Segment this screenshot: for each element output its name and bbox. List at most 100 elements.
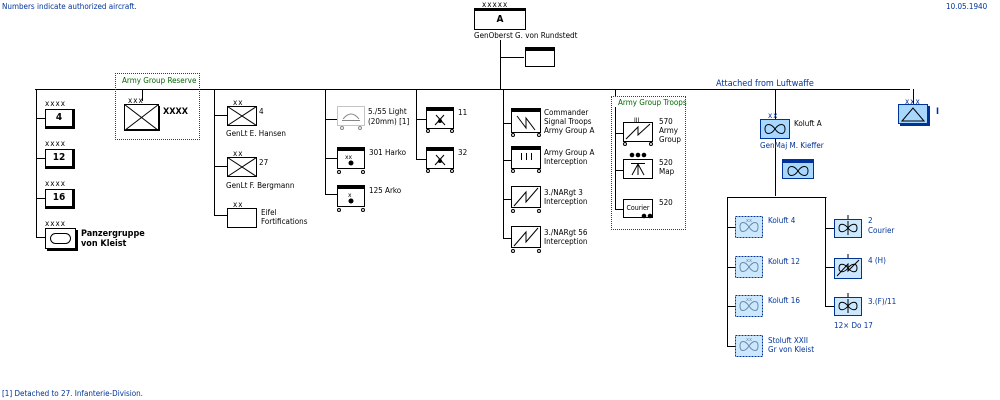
signal-commander-label-1: Commander: [544, 108, 589, 117]
courier-squadron-label-2: Courier: [868, 226, 895, 235]
recon-3f11-label: 3.(F)/11: [868, 297, 897, 306]
signal-commander-label-2: Signal Troops: [544, 117, 592, 126]
koluft-4-symbol: xx: [735, 216, 763, 238]
recon-3f11-symbol: [834, 293, 862, 316]
troops-courier-dots: [641, 213, 653, 219]
signal-narg56-label-1: 3./NARgt 56: [544, 228, 588, 237]
svg-text:xx: xx: [746, 297, 752, 303]
svg-text:III: III: [634, 117, 640, 124]
reserve-echelon: xxx: [128, 96, 144, 105]
koluft-12-symbol: xx: [735, 256, 763, 278]
corps-4-commander: GenLt E. Hansen: [226, 129, 286, 138]
koluft-16-label: Koluft 16: [768, 296, 800, 305]
panzergruppe-label-1: Panzergruppe: [81, 229, 145, 239]
light-flak-symbol: [337, 106, 365, 130]
army-4-symbol: 4: [45, 109, 75, 129]
svg-text:x: x: [348, 192, 352, 199]
army-16-symbol: 16: [45, 189, 75, 209]
recon-3f11-aircraft: 12× Do 17: [834, 321, 873, 330]
stoluft-symbol: xx: [735, 335, 763, 357]
signal-narg56-symbol: [511, 226, 541, 253]
troops-map-symbol: [623, 152, 653, 179]
panzergruppe-armor-symbol: [45, 228, 78, 251]
signal-commander-label-3: Army Group A: [544, 126, 595, 135]
svg-text:xx: xx: [746, 218, 752, 224]
recon-4h-label: 4 (H): [868, 256, 886, 265]
troops-570-symbol: III: [623, 117, 653, 146]
corps-27-label: 27: [259, 158, 269, 167]
harko-artillery-symbol: xx: [337, 147, 365, 174]
svg-text:xx: xx: [746, 258, 752, 264]
courier-squadron-label-1: 2: [868, 216, 873, 225]
signal-narg3-label-2: Interception: [544, 197, 588, 206]
koluft-a-echelon: xx: [768, 111, 779, 120]
koluft-a-staff-symbol: [782, 159, 814, 179]
troops-570-label-1: 570: [659, 117, 673, 126]
signal-commander-symbol: [511, 108, 541, 137]
arko-artillery-symbol: x: [337, 185, 365, 212]
signal-interception-ag-symbol: [511, 146, 541, 173]
eifel-label-2: Fortifications: [261, 217, 308, 226]
stoluft-label-2: Gr von Kleist: [768, 345, 815, 354]
army-12-echelon: xxxx: [45, 139, 67, 148]
koluft-a-commander: GenMaj M. Kieffer: [760, 141, 824, 150]
light-flak-label-2: (20mm) [1]: [368, 117, 410, 126]
troops-570-label-3: Group: [659, 135, 681, 144]
reserve-infantry-symbol: [124, 104, 160, 131]
engineer-32-label: 32: [458, 148, 468, 157]
hq-staff-symbol: [525, 47, 555, 67]
engineer-32-symbol: [426, 147, 454, 173]
troops-courier-symbol: Courier: [623, 199, 653, 218]
hq-unit-symbol: A: [474, 8, 526, 30]
koluft-12-label: Koluft 12: [768, 257, 800, 266]
header-note: Numbers indicate authorized aircraft.: [2, 2, 137, 11]
footnote: [1] Detached to 27. Infanterie-Division.: [2, 389, 143, 398]
signal-narg3-symbol: [511, 186, 541, 213]
eifel-label-1: Eifel: [261, 208, 277, 217]
corps-4-infantry-symbol: [227, 106, 257, 126]
engineer-11-symbol: [426, 107, 454, 133]
eifel-echelon: xx: [233, 200, 244, 209]
header-date: 10.05.1940: [946, 2, 988, 11]
koluft-16-symbol: xx: [735, 295, 763, 317]
panzergruppe-echelon: xxxx: [45, 219, 67, 228]
signal-interception-ag-label-1: Army Group A: [544, 148, 595, 157]
arko-label: 125 Arko: [369, 186, 402, 195]
troops-box: [611, 96, 686, 230]
luftwaffe-title: Attached from Luftwaffe: [716, 79, 814, 89]
koluft-a-label: Koluft A: [794, 119, 822, 128]
svg-text:xx: xx: [746, 337, 752, 343]
reserve-box: [115, 73, 200, 140]
recon-4h-symbol: [834, 254, 862, 279]
flak-echelon: xxx: [905, 97, 921, 106]
stoluft-label-1: Stoluft XXII: [768, 336, 808, 345]
hq-echelon: xxxxx: [482, 0, 509, 9]
courier-squadron-symbol: [834, 215, 862, 238]
troops-map-label-1: 520: [659, 158, 673, 167]
light-flak-label-1: 5./55 Light: [368, 107, 407, 116]
troops-map-label-2: Map: [659, 167, 675, 176]
army-16-echelon: xxxx: [45, 179, 67, 188]
army-12-symbol: 12: [45, 149, 75, 169]
corps-4-label: 4: [259, 107, 264, 116]
reserve-label: XXXX: [163, 107, 188, 117]
corps-4-echelon: xx: [233, 98, 244, 107]
svg-text:xx: xx: [345, 154, 353, 161]
troops-title: Army Group Troops: [618, 98, 687, 107]
harko-label: 301 Harko: [369, 148, 407, 157]
army-4-echelon: xxxx: [45, 99, 67, 108]
signal-interception-ag-label-2: Interception: [544, 157, 588, 166]
panzergruppe-label-2: von Kleist: [81, 239, 127, 249]
signal-narg3-label-1: 3./NARgt 3: [544, 188, 583, 197]
corps-27-infantry-symbol: [227, 157, 257, 177]
koluft-a-symbol: [760, 119, 790, 139]
troops-courier-label: 520: [659, 198, 673, 207]
hq-commander: GenOberst G. von Rundstedt: [474, 31, 578, 40]
flak-symbol: [898, 104, 930, 126]
signal-narg56-label-2: Interception: [544, 237, 588, 246]
flak-label: I: [936, 107, 940, 117]
koluft-4-label: Koluft 4: [768, 216, 796, 225]
reserve-title: Army Group Reserve: [122, 76, 197, 85]
